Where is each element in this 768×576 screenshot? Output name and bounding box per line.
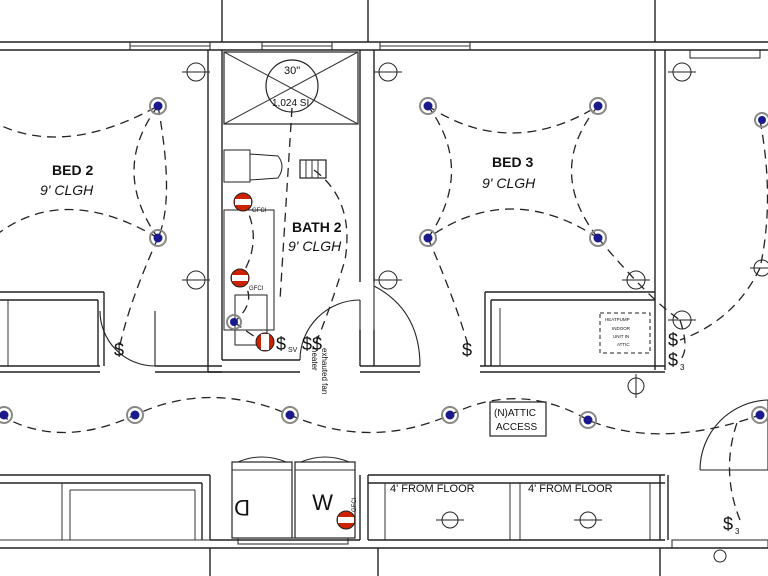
note-4ft-from-floor: 4' FROM FLOOR [528,483,613,495]
doors [99,282,768,471]
room-name-bed3: BED 3 [492,154,533,170]
ceiling-light-icon [419,229,437,247]
room-ceiling-bed2: 9' CLGH [40,182,94,198]
gfci-outlet-icon [255,332,275,352]
outlet-icon [668,310,696,330]
gfci-label: GFCI [352,497,358,512]
ceiling-light-icon [226,314,242,330]
dryer-label: D [234,495,250,520]
switch-symbol: $ [276,334,286,354]
gfci-outlets: GFCI GFCI GFCI [230,192,358,530]
ceiling-light-icon [589,229,607,247]
switch-symbol: $ [668,330,678,350]
outlet-icon [374,270,402,290]
ceiling-light-icon [579,411,597,429]
gfci-outlet-icon: GFCI [230,268,264,292]
outlet-icon [627,374,645,398]
outlet-icon [436,511,464,529]
ceiling-light-icon [149,97,167,115]
ceiling-light-icon [126,406,144,424]
ceiling-light-icon [589,97,607,115]
switch-subscript-sv: SV [288,347,298,354]
gfci-label: GFCI [249,286,264,292]
shower-area-label: 1,024 SI [272,98,309,109]
switch-symbol: $ [462,340,472,360]
outlet-icon [622,270,650,290]
wiring [0,105,768,521]
switch-subscript-3: 3 [680,363,685,372]
ceiling-light-icon [149,229,167,247]
ceiling-light-icon [0,406,13,424]
shower-size-label: 30" [284,65,300,77]
outlet-icon [713,549,727,563]
ceiling-light-icon [281,406,299,424]
outlet-icon [750,259,768,277]
washer-label: W [312,490,333,515]
outlet-icon [182,270,210,290]
room-name-bed2: BED 2 [52,162,93,178]
ceiling-light-icon [441,406,459,424]
outlet-icon [668,62,696,82]
room-name-bath2: BATH 2 [292,219,342,235]
switch-symbol: $ [668,350,678,370]
heatpump-label-3: UNIT IN [613,334,629,339]
room-labels: BED 2 9' CLGH BED 3 9' CLGH BATH 2 9' CL… [40,154,536,254]
switch-double-symbol: $$ [302,334,322,354]
gfci-outlet-icon: GFCI [336,497,358,530]
switch-symbol: $ [723,514,733,534]
outlets [182,62,768,563]
switches: $ $ $ SV $$ $ $ 3 $ 3 [114,330,740,536]
attic-access-label-1: (N)ATTIC [494,408,536,419]
attic-access-label-2: ACCESS [496,422,537,433]
gfci-outlet-icon: GFCI [233,192,267,214]
heater-label: heater [310,348,319,371]
heatpump-label-2: INDOOR [612,326,631,331]
fixture-labels: 30" 1,024 SI exhauted fan heater HEATPUM… [234,65,631,520]
heatpump-label-1: HEATPUMP [605,317,630,322]
exhaust-fan-label: exhauted fan [320,348,329,394]
gfci-label: GFCI [252,208,267,214]
switch-subscript-3: 3 [735,527,740,536]
ceiling-light-icon [754,112,768,128]
note-4ft-from-floor: 4' FROM FLOOR [390,483,475,495]
room-ceiling-bath2: 9' CLGH [288,238,342,254]
outlet-icon [182,62,210,82]
outlet-icon [374,62,402,82]
room-ceiling-bed3: 9' CLGH [482,175,536,191]
ceiling-light-icon [419,97,437,115]
outlet-icon [574,511,602,529]
heatpump-label-4: ATTIC [617,342,630,347]
ceiling-lights [0,97,768,429]
switch-symbol: $ [114,340,124,360]
ceiling-light-icon [751,406,768,424]
